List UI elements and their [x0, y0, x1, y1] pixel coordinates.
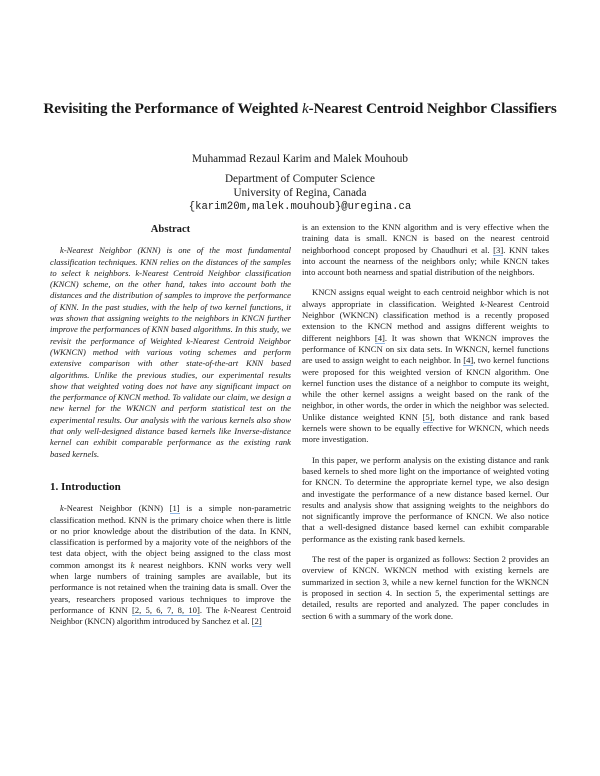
- citation-link[interactable]: [1]: [169, 503, 180, 515]
- department: Department of Computer Science: [224, 173, 376, 185]
- text: is an extension to the KNN algorithm and…: [302, 222, 549, 255]
- title-text-rest: -Nearest Centroid Neighbor Classifiers: [308, 100, 557, 117]
- text: . It was shown that WKNCN improves the p…: [302, 332, 549, 366]
- citation-link[interactable]: [5]: [422, 411, 433, 423]
- abstract-body: k-Nearest Neighbor (KNN) is one of the m…: [50, 245, 291, 459]
- math-k: k: [223, 604, 228, 615]
- paper-title: Revisiting the Performance of Weighted k…: [0, 100, 600, 118]
- intro-paragraph-1-continued: is an extension to the KNN algorithm and…: [302, 222, 549, 278]
- text: -Nearest Neighbor (KNN): [63, 503, 170, 514]
- title-text: Revisiting the Performance of Weighted: [43, 100, 302, 117]
- title-k: k: [301, 100, 309, 117]
- intro-paragraph-4: The rest of the paper is organized as fo…: [302, 554, 549, 621]
- text: -Nearest Centroid Neighbor (KNCN) algori…: [50, 604, 292, 627]
- text: , both distance and rank based kernels w…: [302, 411, 549, 445]
- right-column: is an extension to the KNN algorithm and…: [302, 222, 549, 631]
- affiliation: Department of Computer Science Universit…: [0, 172, 600, 214]
- citation-link[interactable]: [3]: [493, 244, 504, 256]
- intro-paragraph-3: In this paper, we perform analysis on th…: [302, 454, 549, 544]
- math-k: k: [130, 559, 135, 570]
- intro-paragraph-1: k-Nearest Neighbor (KNN) [1] is a simple…: [50, 503, 292, 628]
- citation-link[interactable]: [4]: [374, 332, 385, 344]
- math-k: k: [480, 298, 485, 309]
- text: -Nearest Centroid Neighbor (WKNCN) class…: [302, 298, 549, 343]
- text: . KNN takes into account the nearness of…: [302, 244, 549, 278]
- left-column: Abstract k-Nearest Neighbor (KNN) is one…: [50, 224, 291, 637]
- introduction-heading: 1. Introduction: [50, 480, 121, 493]
- authors: Muhammad Rezaul Karim and Malek Mouhoub: [192, 153, 408, 165]
- university: University of Regina, Canada: [233, 187, 367, 199]
- text: nearest neighbors. KNN works very well w…: [50, 559, 291, 615]
- text: is a simple non-parametric classificatio…: [50, 503, 292, 570]
- email: {karim20m,malek.mouhoub}@uregina.ca: [188, 201, 412, 213]
- citation-link[interactable]: [2, 5, 6, 7, 8, 10]: [131, 604, 200, 616]
- text: . The: [199, 604, 224, 615]
- citation-link[interactable]: [2]: [251, 616, 262, 628]
- abstract-heading: Abstract: [150, 224, 191, 235]
- citation-link[interactable]: [4]: [463, 355, 474, 367]
- intro-paragraph-2: KNCN assigns equal weight to each centro…: [302, 287, 549, 445]
- math-k: k: [60, 503, 64, 514]
- text: , two kernel functions were proposed for…: [302, 355, 549, 422]
- text: KNCN assigns equal weight to each centro…: [302, 287, 549, 309]
